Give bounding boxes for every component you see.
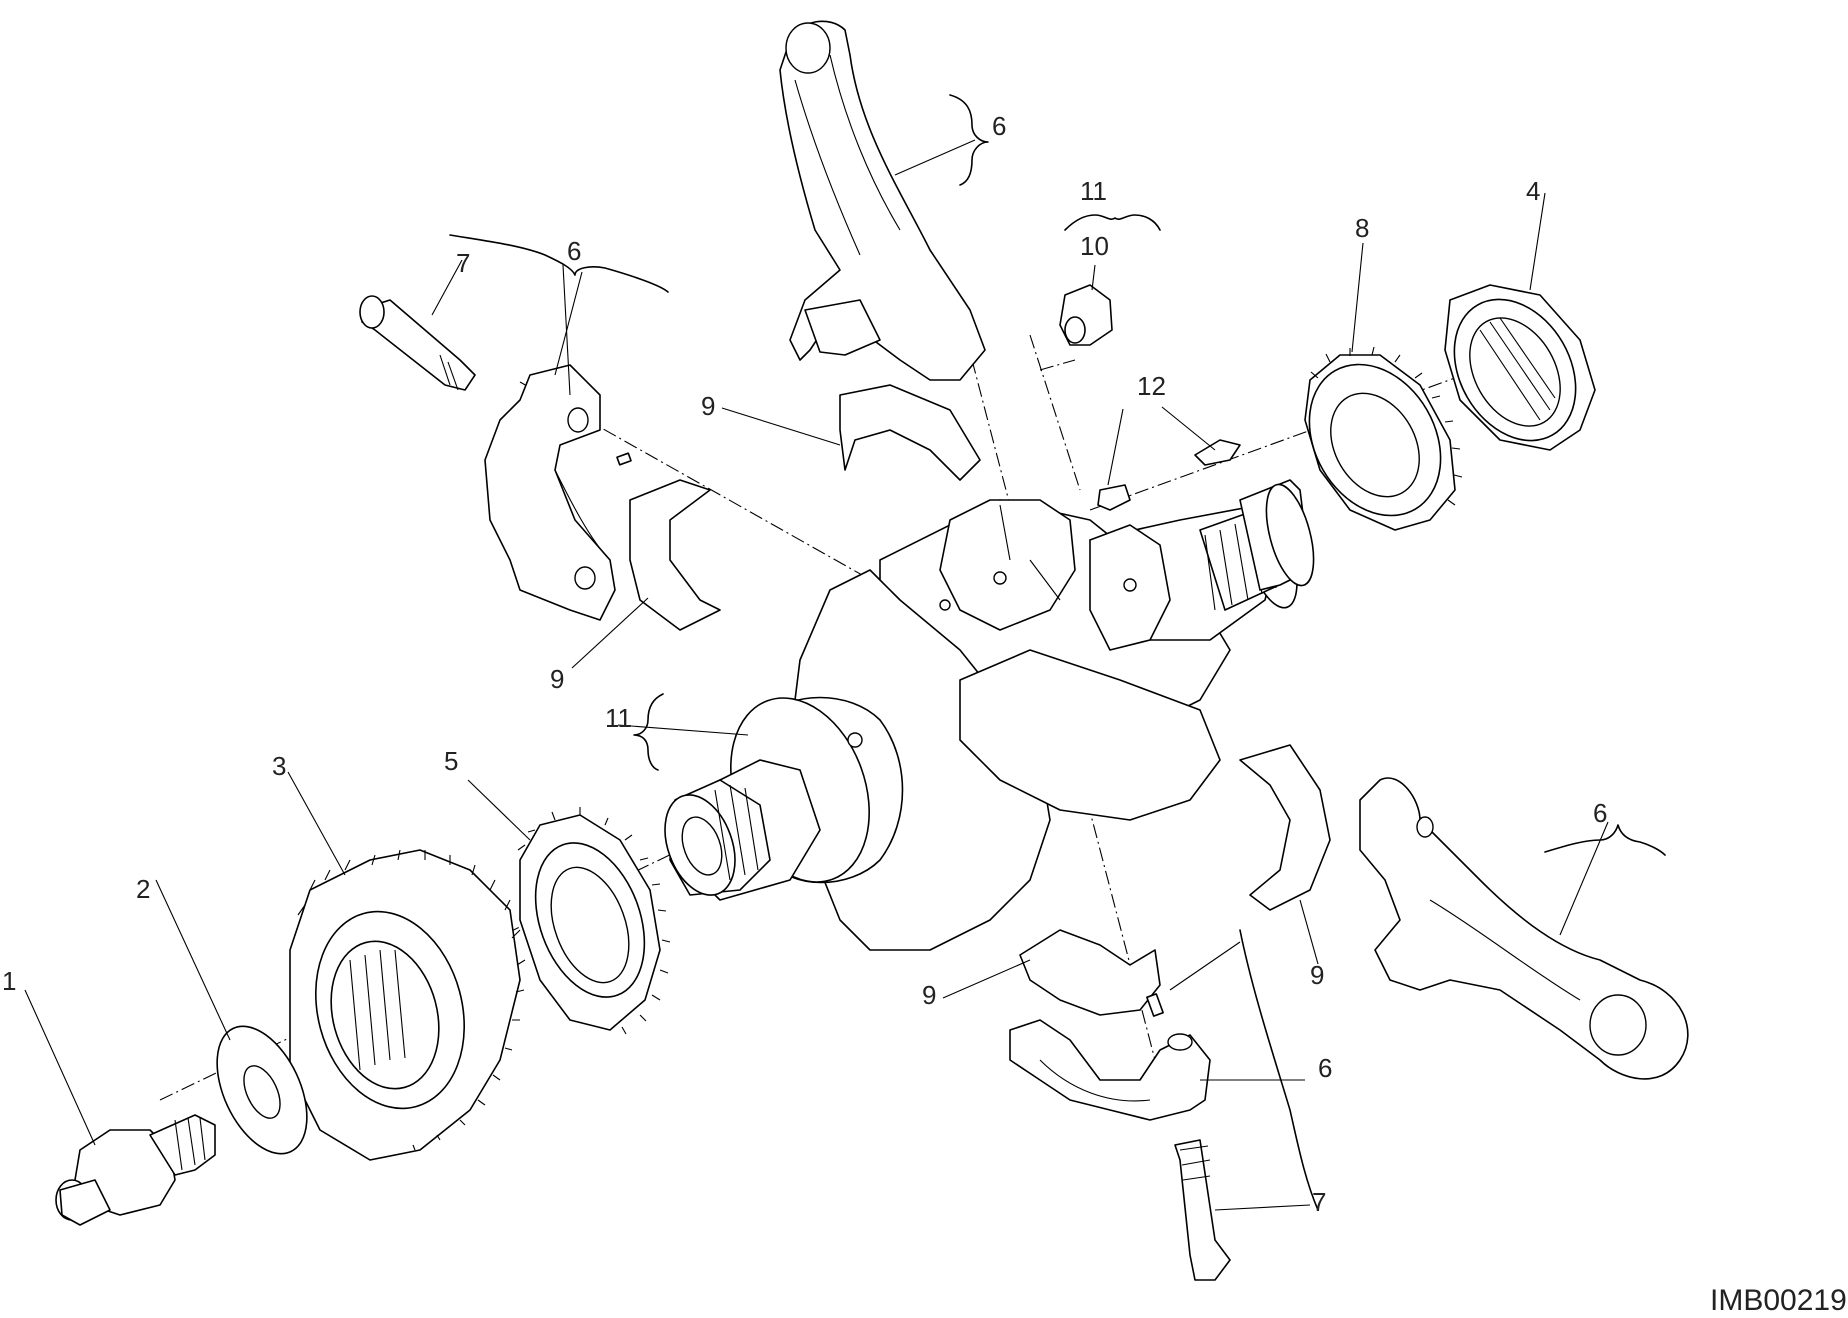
callout-9-bottom: 9 (922, 980, 936, 1010)
callout-6-top: 6 (992, 111, 1006, 141)
callout-9-right: 9 (1310, 960, 1324, 990)
callout-9-top: 9 (701, 391, 715, 421)
callout-6-left: 6 (567, 236, 581, 266)
rod-bolts (360, 296, 1230, 1280)
gear-3 (290, 850, 525, 1160)
sprocket-8 (1283, 341, 1467, 540)
callout-11-top: 11 (1080, 176, 1107, 206)
crankshaft (652, 480, 1323, 950)
callout-2: 2 (136, 874, 150, 904)
callout-7-bottom: 7 (1312, 1187, 1326, 1217)
bearing-shells (630, 385, 1330, 1015)
callout-labels: 1 2 3 5 11 6 6 7 9 9 11 10 12 8 4 6 9 9 … (2, 111, 1607, 1217)
callout-9-left: 9 (550, 664, 564, 694)
connecting-rod-bottom-right (1360, 778, 1688, 1079)
rod-cap-left (485, 365, 615, 620)
callout-5: 5 (444, 746, 458, 776)
callout-6-right: 6 (1593, 798, 1607, 828)
callout-8: 8 (1355, 213, 1369, 243)
connecting-rod-top (780, 21, 985, 380)
callout-6-bottom: 6 (1318, 1053, 1332, 1083)
callout-12: 12 (1137, 371, 1166, 401)
callout-1: 1 (2, 966, 16, 996)
callout-3: 3 (272, 751, 286, 781)
callout-10: 10 (1080, 231, 1109, 261)
drawing-code: IMB00219 (1710, 1284, 1847, 1317)
callout-4: 4 (1526, 176, 1540, 206)
gear-5 (516, 807, 670, 1034)
bolt-1 (56, 1115, 215, 1225)
callout-7-left: 7 (456, 248, 470, 278)
dowel-pins (617, 453, 1163, 1016)
leader-lines (25, 140, 1608, 1210)
woodruff-keys-12 (1098, 440, 1240, 510)
ring-nut-4 (1430, 278, 1600, 463)
callout-11-left: 11 (605, 703, 632, 733)
rod-cap-bottom (1010, 1020, 1210, 1120)
braces (450, 95, 1665, 1210)
plug-10 (1060, 285, 1112, 345)
washer-2 (199, 1012, 325, 1167)
